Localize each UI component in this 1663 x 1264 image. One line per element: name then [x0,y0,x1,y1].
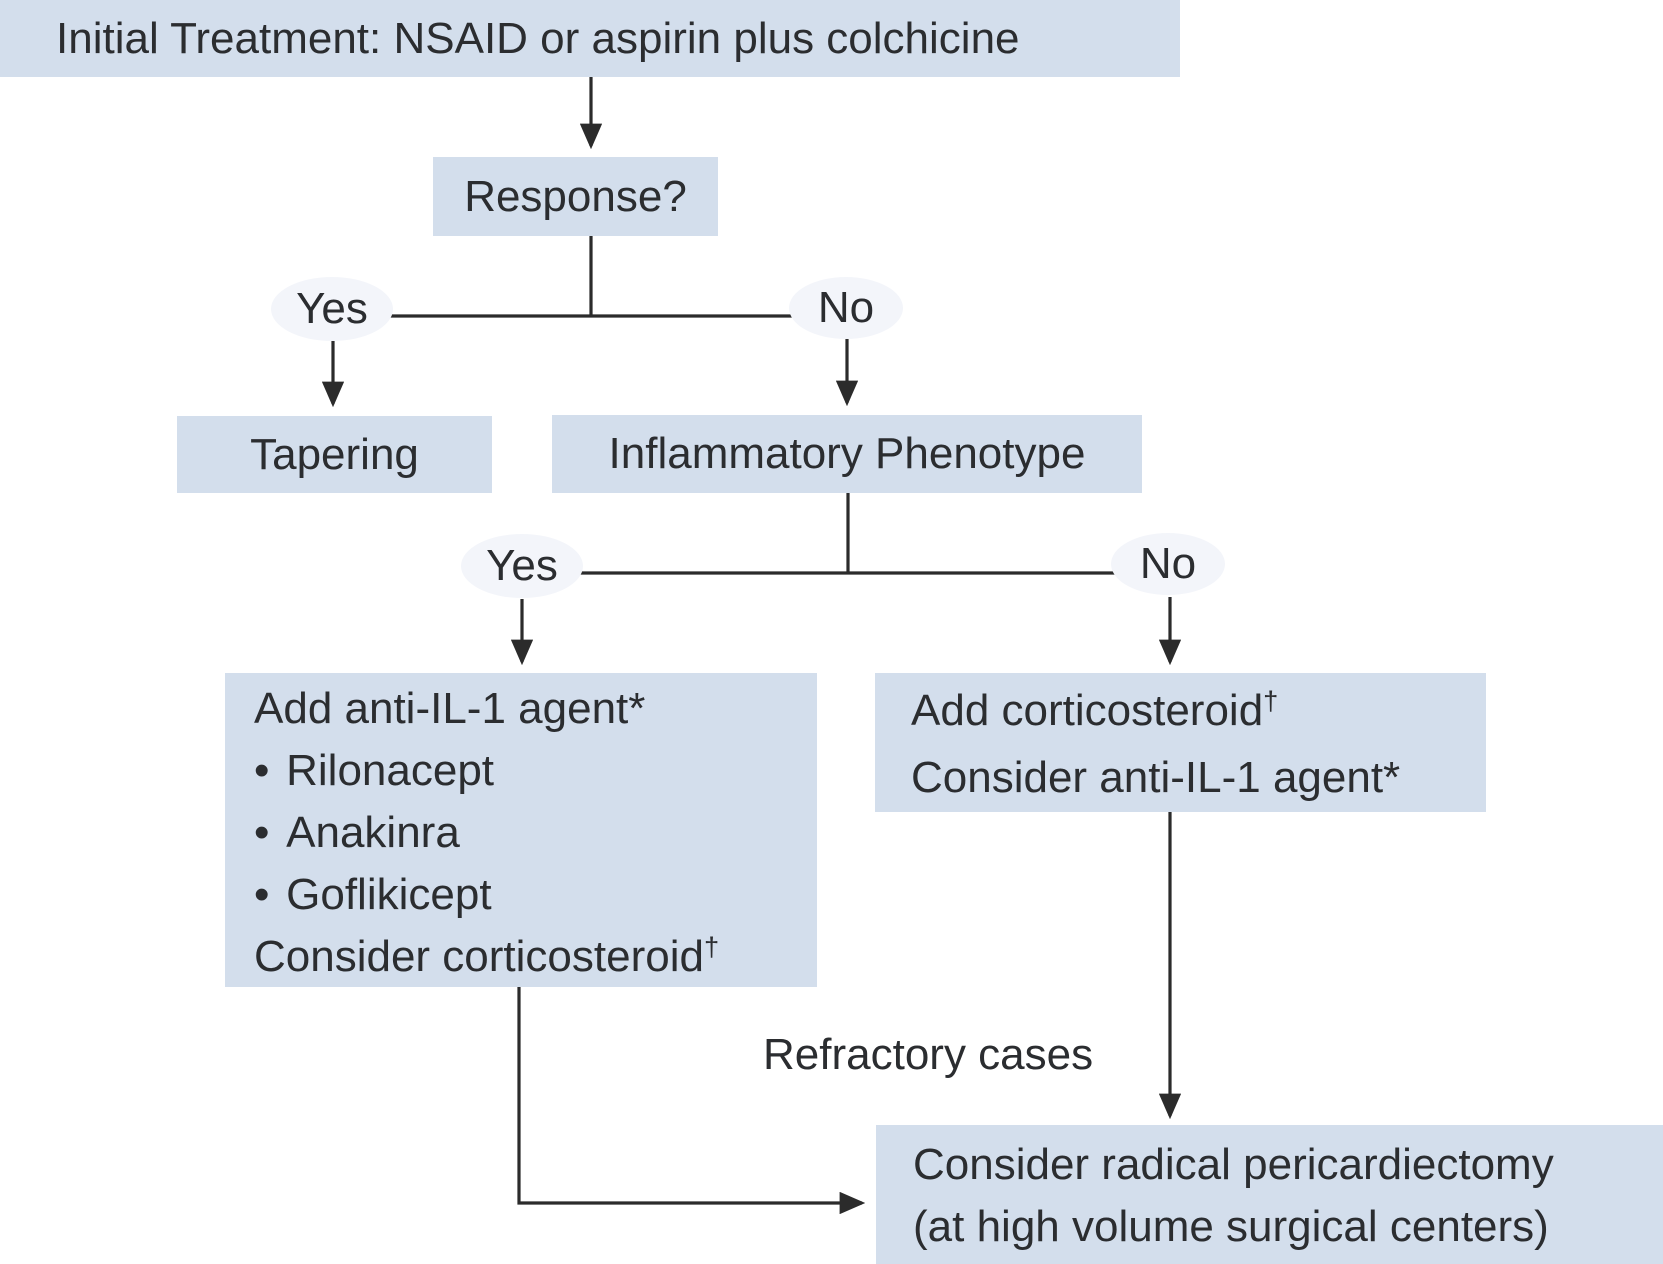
anti-il1-bullet-anakinra-text: Anakinra [286,808,460,857]
anti-il1-bullet-goflikicept-text: Goflikicept [286,870,492,919]
corticosteroid-line1-text: Add corticosteroid [911,686,1264,735]
branch-label-response-no: No [789,277,903,339]
anti-il1-bullet-goflikicept: • Goflikicept [254,864,807,926]
dagger-superscript: † [703,931,720,962]
anti-il1-title: Add anti-IL-1 agent* [254,684,646,733]
edge-antiil1-to-pericardiectomy [517,987,866,1215]
node-add-corticosteroid: Add corticosteroid† Consider anti-IL-1 a… [875,673,1486,812]
bullet-icon: • [254,746,270,795]
pericardiectomy-line2: (at high volume surgical centers) [913,1202,1549,1251]
branch-label-phenotype-no-text: No [1139,539,1197,588]
node-inflammatory-phenotype: Inflammatory Phenotype [552,415,1142,493]
pericardiectomy-line1: Consider radical pericardiectomy [913,1140,1554,1189]
node-response: Response? [433,157,718,236]
node-add-anti-il1: Add anti-IL-1 agent* • Rilonacept • Anakin… [225,673,817,987]
branch-label-response-yes: Yes [271,277,393,341]
bullet-icon: • [254,870,270,919]
branch-label-phenotype-yes: Yes [461,534,583,598]
anti-il1-bullet-rilonacept: • Rilonacept [254,740,807,802]
node-tapering-label: Tapering [250,429,419,479]
bullet-icon: • [254,808,270,857]
node-tapering: Tapering [177,416,492,493]
dagger-superscript: † [1263,685,1279,716]
node-pericardiectomy: Consider radical pericardiectomy (at hig… [876,1125,1663,1264]
node-response-label: Response? [464,171,687,221]
node-initial-treatment-label: Initial Treatment: NSAID or aspirin plus… [56,13,1020,63]
node-initial-treatment: Initial Treatment: NSAID or aspirin plus… [0,0,1180,77]
anti-il1-bullet-rilonacept-text: Rilonacept [286,746,495,795]
node-inflammatory-phenotype-label: Inflammatory Phenotype [608,429,1086,478]
anti-il1-footer-text: Consider corticosteroid [254,932,704,981]
branch-label-phenotype-no: No [1111,533,1225,595]
edge-label-refractory-cases: Refractory cases [763,1030,1094,1079]
branch-label-response-no-text: No [817,283,875,332]
branch-label-phenotype-yes-text: Yes [486,541,558,590]
anti-il1-bullet-anakinra: • Anakinra [254,802,807,864]
anti-il1-footer: Consider corticosteroid† [254,926,807,993]
branch-label-response-yes-text: Yes [296,284,368,333]
corticosteroid-line1: Add corticosteroid† [911,680,1476,747]
corticosteroid-line2: Consider anti-IL-1 agent* [911,753,1401,802]
